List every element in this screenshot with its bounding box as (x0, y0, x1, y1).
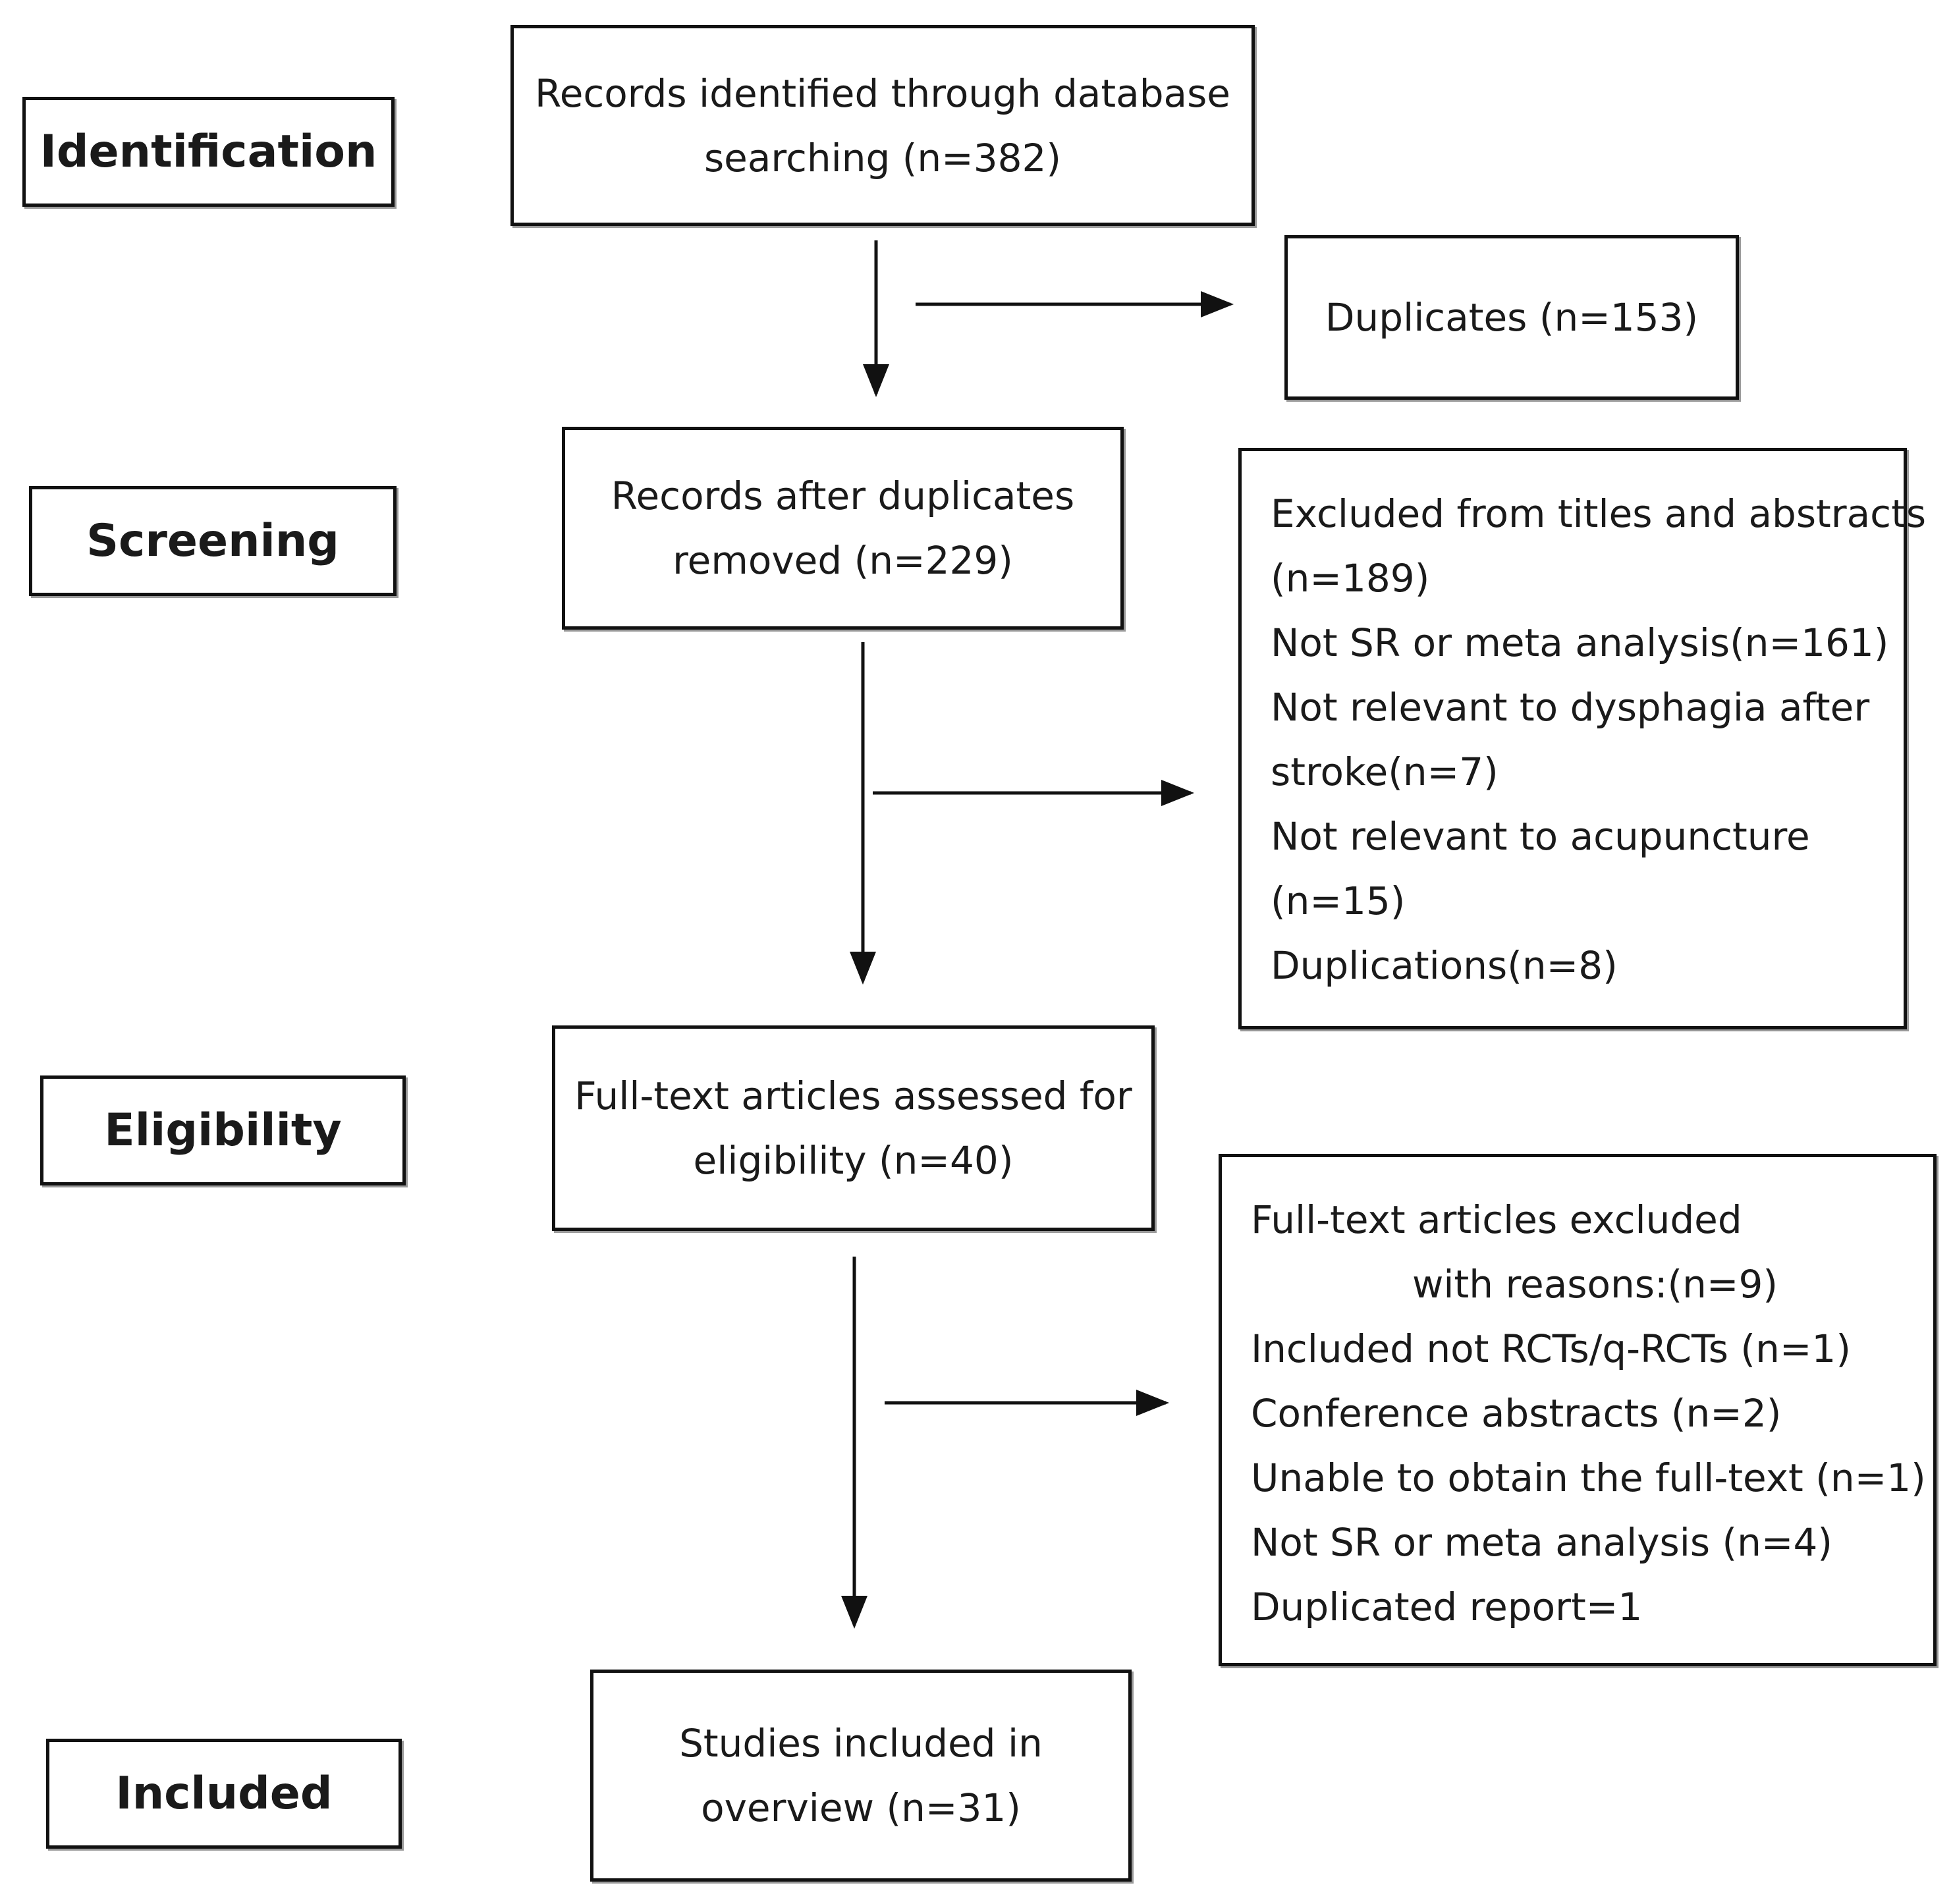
stage-eligibility-label: Eligibility (104, 1104, 342, 1156)
stage-screening: Screening (29, 486, 397, 596)
stage-eligibility: Eligibility (40, 1075, 406, 1185)
excluded-titles-line: Excluded from titles and abstracts (1271, 491, 1927, 536)
duplicates-text: Duplicates (n=153) (1325, 295, 1699, 340)
full-text-excluded-line: Full-text articles excluded (1251, 1197, 1742, 1242)
full-text-excluded-line: Duplicated report=1 (1251, 1585, 1643, 1629)
stage-identification-label: Identification (40, 126, 377, 178)
duplicates-box: Duplicates (n=153) (1284, 235, 1739, 400)
excluded-titles-line: Duplications(n=8) (1271, 943, 1618, 988)
records-identified-line-2: searching (n=382) (703, 135, 1062, 180)
full-text-excluded-line: Unable to obtain the full-text (n=1) (1251, 1455, 1926, 1500)
stage-screening-label: Screening (86, 515, 339, 567)
full-text-excluded-box: Full-text articles excluded with reasons… (1219, 1154, 1937, 1666)
records-identified-box: Records identified through database sear… (510, 25, 1255, 226)
full-text-assessed-line-2: eligibility (n=40) (693, 1138, 1014, 1183)
studies-included-box: Studies included in overview (n=31) (590, 1670, 1132, 1882)
excluded-titles-line: Not relevant to acupuncture (1271, 814, 1810, 859)
stage-identification: Identification (22, 97, 395, 207)
records-after-dup-line-2: removed (n=229) (673, 538, 1013, 583)
excluded-titles-box: Excluded from titles and abstracts (n=18… (1238, 448, 1927, 1029)
records-after-duplicates-box: Records after duplicates removed (n=229) (562, 427, 1124, 630)
stage-included: Included (46, 1739, 402, 1849)
studies-included-line-2: overview (n=31) (701, 1785, 1021, 1830)
full-text-assessed-line-1: Full-text articles assessed for (574, 1074, 1132, 1118)
full-text-excluded-line: with reasons:(n=9) (1412, 1262, 1778, 1307)
studies-included-line-1: Studies included in (679, 1721, 1043, 1766)
full-text-excluded-line: Included not RCTs/q-RCTs (n=1) (1251, 1326, 1851, 1371)
records-after-dup-line-1: Records after duplicates (611, 474, 1075, 518)
excluded-titles-line: (n=15) (1271, 879, 1406, 923)
full-text-excluded-line: Not SR or meta analysis (n=4) (1251, 1520, 1833, 1565)
full-text-excluded-line: Conference abstracts (n=2) (1251, 1391, 1782, 1436)
excluded-titles-line: Not relevant to dysphagia after (1271, 685, 1870, 730)
full-text-assessed-box: Full-text articles assessed for eligibil… (552, 1025, 1155, 1231)
excluded-titles-line: Not SR or meta analysis(n=161) (1271, 620, 1889, 665)
stage-included-label: Included (115, 1768, 333, 1820)
excluded-titles-line: stroke(n=7) (1271, 749, 1499, 794)
records-identified-line-1: Records identified through database (535, 70, 1230, 116)
excluded-titles-line: (n=189) (1271, 556, 1430, 601)
